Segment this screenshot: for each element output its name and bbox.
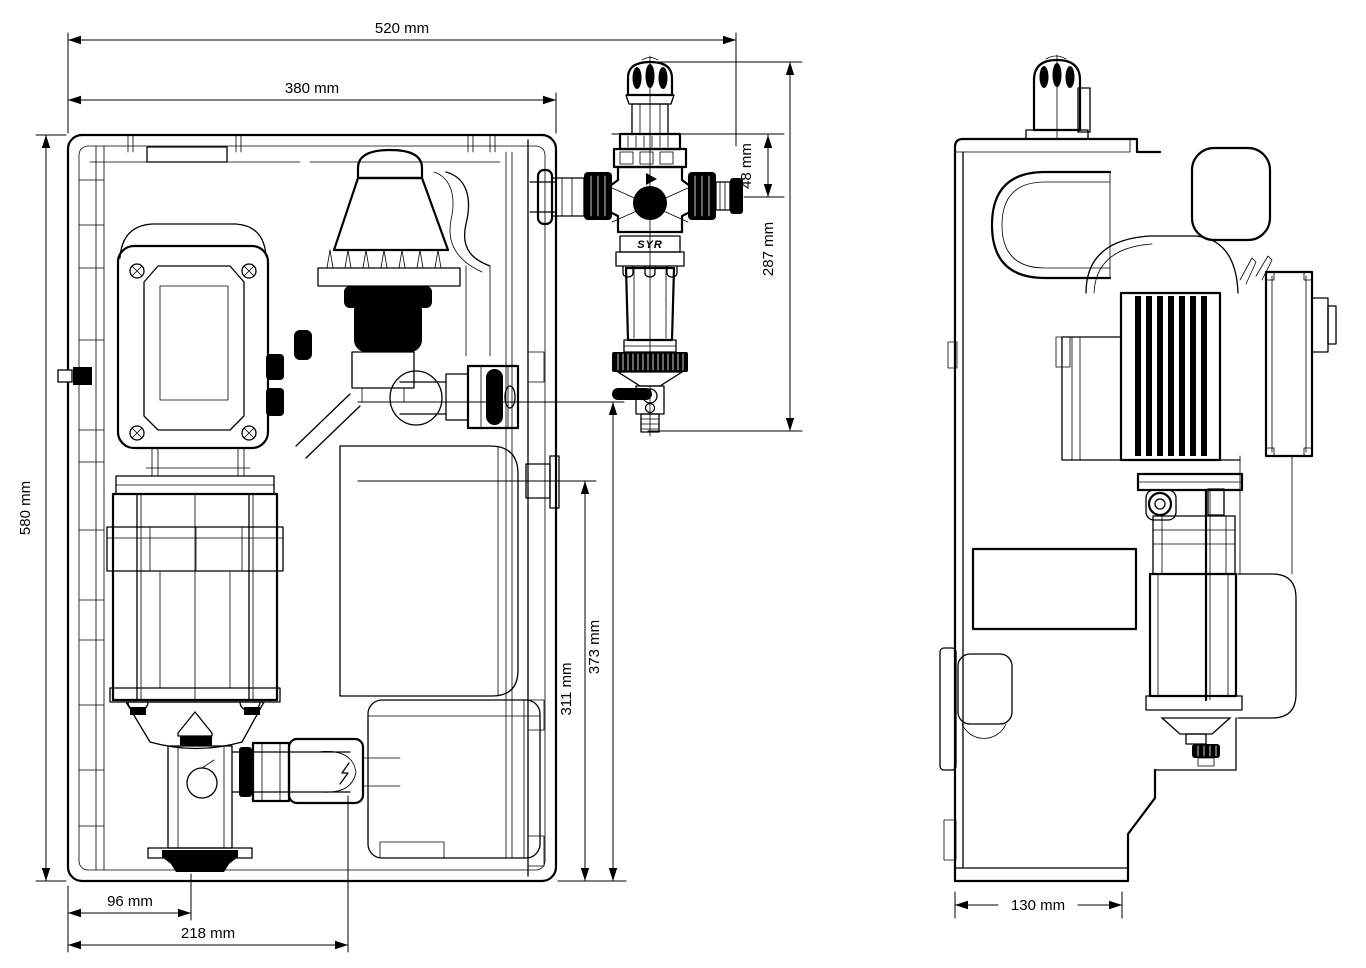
- end-cap: [730, 178, 743, 214]
- side-view: [939, 54, 1337, 883]
- housing-top-tabs: [89, 134, 501, 163]
- side-left-bracket: [939, 647, 1013, 861]
- mount-block: [73, 367, 92, 385]
- curved-duct: [433, 171, 491, 357]
- dimension-filter-height: 287 mm: [647, 61, 803, 432]
- right-cover-column: [505, 139, 545, 877]
- dim-label-287: 287 mm: [760, 222, 777, 276]
- cable-connector: [266, 354, 284, 380]
- side-actuator-cylinder: [1120, 459, 1244, 771]
- housing-inner-wall: [78, 145, 546, 871]
- funnel-solenoid-assembly: [295, 148, 461, 459]
- dim-label-580: 580 mm: [17, 481, 34, 535]
- valve-ball: [633, 186, 667, 220]
- knurled-knob: [1192, 744, 1220, 758]
- dim-label-373: 373 mm: [586, 620, 603, 674]
- fin-stack: [1055, 291, 1222, 462]
- side-knob: [1025, 54, 1091, 140]
- logo-plate: SYR: [619, 235, 681, 253]
- dim-label-48: 48 mm: [738, 143, 755, 189]
- type-label-plate: [971, 547, 1138, 631]
- dim-label-96: 96 mm: [107, 893, 153, 910]
- bottom-bowl-and-drain: [125, 701, 265, 872]
- pump-cylinder: [106, 492, 284, 715]
- dim-label-130: 130 mm: [1011, 897, 1065, 914]
- solenoid-body: [354, 298, 422, 352]
- dim-label-380: 380 mm: [285, 80, 339, 97]
- interior-panels: [339, 445, 541, 859]
- flow-arrow: [646, 173, 657, 185]
- dimension-drain-offset: 96 mm: [67, 873, 192, 953]
- dimension-upper-port-height: 373 mm: [357, 401, 627, 882]
- dim-label-311: 311 mm: [558, 662, 575, 715]
- drain-lever: [612, 388, 652, 400]
- syr-logo: SYR: [637, 239, 663, 251]
- side-knob-black: [294, 330, 312, 360]
- head-housing: [1085, 146, 1273, 294]
- wall-mount-rail: [57, 145, 105, 871]
- adjustment-cap: [625, 57, 675, 135]
- cable-connector: [266, 388, 284, 416]
- overflow-pipe: [231, 737, 401, 805]
- outlet-port-fitting: [389, 364, 520, 430]
- drain-outlet: [162, 850, 238, 872]
- side-round-panel: [1237, 573, 1297, 719]
- cover-screws: [129, 263, 257, 441]
- drain-valve: [612, 385, 665, 433]
- seal-ring: [486, 369, 503, 425]
- knurled-ring: [612, 352, 688, 372]
- dim-label-218: 218 mm: [181, 925, 235, 942]
- dimension-overall-height: 580 mm: [17, 134, 67, 882]
- handle-cutout: [990, 170, 1112, 280]
- side-cover-plate: [1239, 270, 1337, 575]
- filter-bowl: [612, 266, 688, 387]
- dimension-overflow-offset: 218 mm: [67, 795, 349, 953]
- side-housing: [947, 137, 1162, 883]
- dimension-lower-port-height: 311 mm: [357, 480, 597, 882]
- pressure-reducer-filter: SYR: [584, 55, 743, 437]
- bowl-clamp-ring: [615, 251, 685, 278]
- control-cover: [115, 223, 312, 495]
- dimension-connection-drop: 48 mm: [611, 133, 785, 198]
- front-view: [57, 133, 585, 883]
- flash-mark: [339, 762, 350, 785]
- mount-bolt: [57, 369, 73, 383]
- dimension-depth: 130 mm: [954, 891, 1123, 919]
- dimensioning: 520 mm 380 mm 580 mm 48 mm 287 mm: [17, 20, 1123, 953]
- dimension-housing-width: 380 mm: [67, 80, 557, 134]
- dimension-overall-width: 520 mm: [67, 20, 737, 147]
- union-nuts: [584, 172, 743, 220]
- dim-label-520: 520 mm: [375, 20, 429, 37]
